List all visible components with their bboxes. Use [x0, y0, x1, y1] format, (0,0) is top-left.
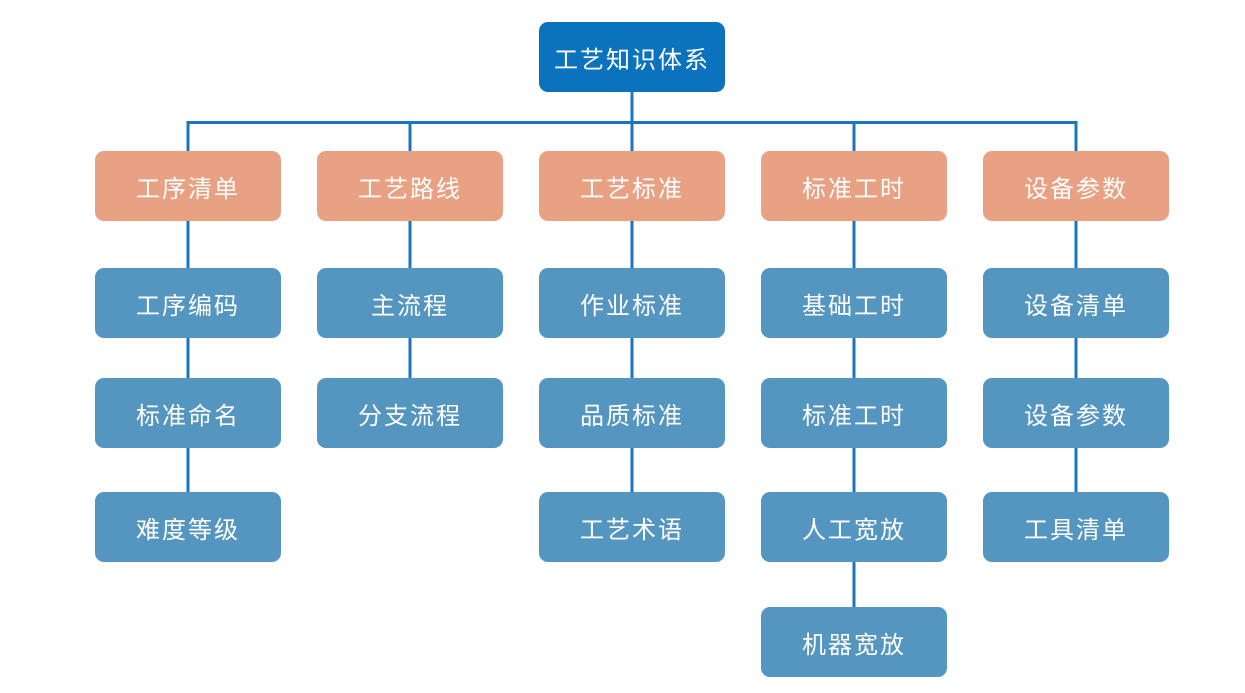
- child-node-standard-naming: 标准命名: [95, 378, 281, 448]
- branch-node-process-standard: 工艺标准: [539, 151, 725, 221]
- child-node-main-flow: 主流程: [317, 268, 503, 338]
- child-node-machine-allowance: 机器宽放: [761, 607, 947, 677]
- branch-node-process-route: 工艺路线: [317, 151, 503, 221]
- child-node-manual-allowance: 人工宽放: [761, 492, 947, 562]
- child-node-operation-standard: 作业标准: [539, 268, 725, 338]
- child-node-equipment-params: 设备参数: [983, 378, 1169, 448]
- branch-node-standard-hours: 标准工时: [761, 151, 947, 221]
- child-node-difficulty-level: 难度等级: [95, 492, 281, 562]
- child-node-equipment-list: 设备清单: [983, 268, 1169, 338]
- child-node-standard-hours: 标准工时: [761, 378, 947, 448]
- child-node-base-hours: 基础工时: [761, 268, 947, 338]
- child-node-process-terms: 工艺术语: [539, 492, 725, 562]
- branch-node-equipment-params: 设备参数: [983, 151, 1169, 221]
- child-node-process-code: 工序编码: [95, 268, 281, 338]
- child-node-branch-flow: 分支流程: [317, 378, 503, 448]
- child-node-quality-standard: 品质标准: [539, 378, 725, 448]
- root-node-process-knowledge-system: 工艺知识体系: [539, 22, 725, 92]
- branch-node-process-list: 工序清单: [95, 151, 281, 221]
- child-node-tool-list: 工具清单: [983, 492, 1169, 562]
